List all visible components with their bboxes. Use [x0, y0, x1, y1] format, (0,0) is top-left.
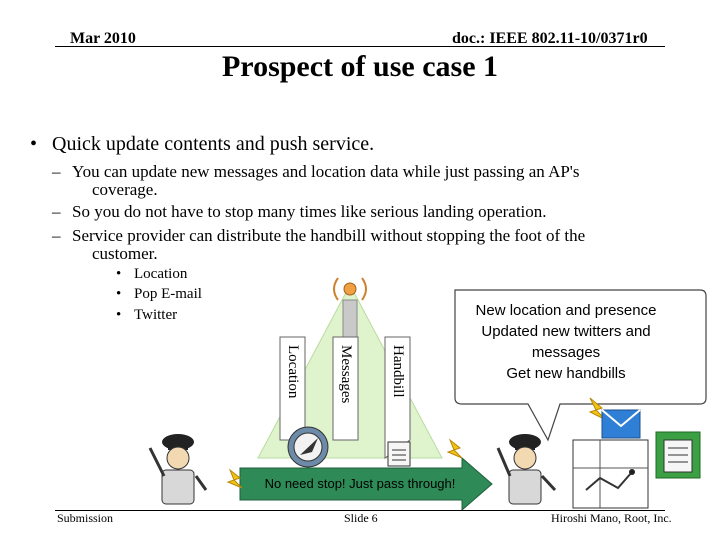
- sub-item-twitter: •Twitter: [116, 307, 178, 323]
- callout-text: New location and presence Updated new tw…: [475, 302, 657, 382]
- subbullet-1: – You can update new messages and locati…: [52, 162, 702, 199]
- beam-label-messages: Messages: [338, 345, 354, 404]
- person-icon-right: [496, 434, 557, 505]
- subbullet-2: – So you do not have to stop many times …: [52, 202, 702, 221]
- slide-title: Prospect of use case 1: [221, 50, 499, 83]
- header-rule: [55, 46, 665, 47]
- subbullet-1-line2: coverage.: [92, 180, 158, 199]
- person-icon-left: [148, 434, 208, 505]
- subbullet-2-line1: So you do not have to stop many times li…: [72, 202, 547, 221]
- subbullet-1-line1: You can update new messages and location…: [72, 162, 580, 181]
- subbullet-3-line2: customer.: [92, 244, 158, 263]
- map-icon: [572, 439, 649, 509]
- beam-label-handbill: Handbill: [390, 345, 406, 398]
- bullet-main: • Quick update contents and push service.: [30, 133, 374, 156]
- subbullet-3-line1: Service provider can distribute the hand…: [72, 226, 586, 245]
- header-date: Mar 2010: [70, 30, 136, 47]
- handbill-icon: [655, 431, 701, 479]
- sub-item-location: •Location: [116, 266, 188, 282]
- pass-through-arrow: [239, 456, 493, 512]
- envelope-icon: [601, 409, 641, 439]
- bullet-dot: •: [30, 133, 38, 155]
- arrow-text: No need stop! Just pass through!: [264, 476, 456, 491]
- subbullet-3: – Service provider can distribute the ha…: [52, 226, 702, 263]
- header-doc-id: doc.: IEEE 802.11-10/0371r0: [452, 30, 648, 47]
- beam-box-handbill: [384, 336, 411, 459]
- sub-item-pop-email: •Pop E-mail: [116, 286, 202, 302]
- footer-author: Hiroshi Mano, Root, Inc.: [551, 511, 672, 525]
- beam-label-location: Location: [285, 345, 301, 399]
- footer-slide-number: Slide 6: [344, 511, 378, 525]
- footer-rule: [55, 510, 665, 511]
- handbill-icon-small: [387, 441, 411, 467]
- speech-callout: [454, 289, 707, 442]
- bullet-main-text: Quick update contents and push service.: [52, 133, 375, 155]
- beam-box-messages: [332, 336, 359, 441]
- footer-submission: Submission: [57, 511, 114, 525]
- compass-icon: [287, 426, 329, 468]
